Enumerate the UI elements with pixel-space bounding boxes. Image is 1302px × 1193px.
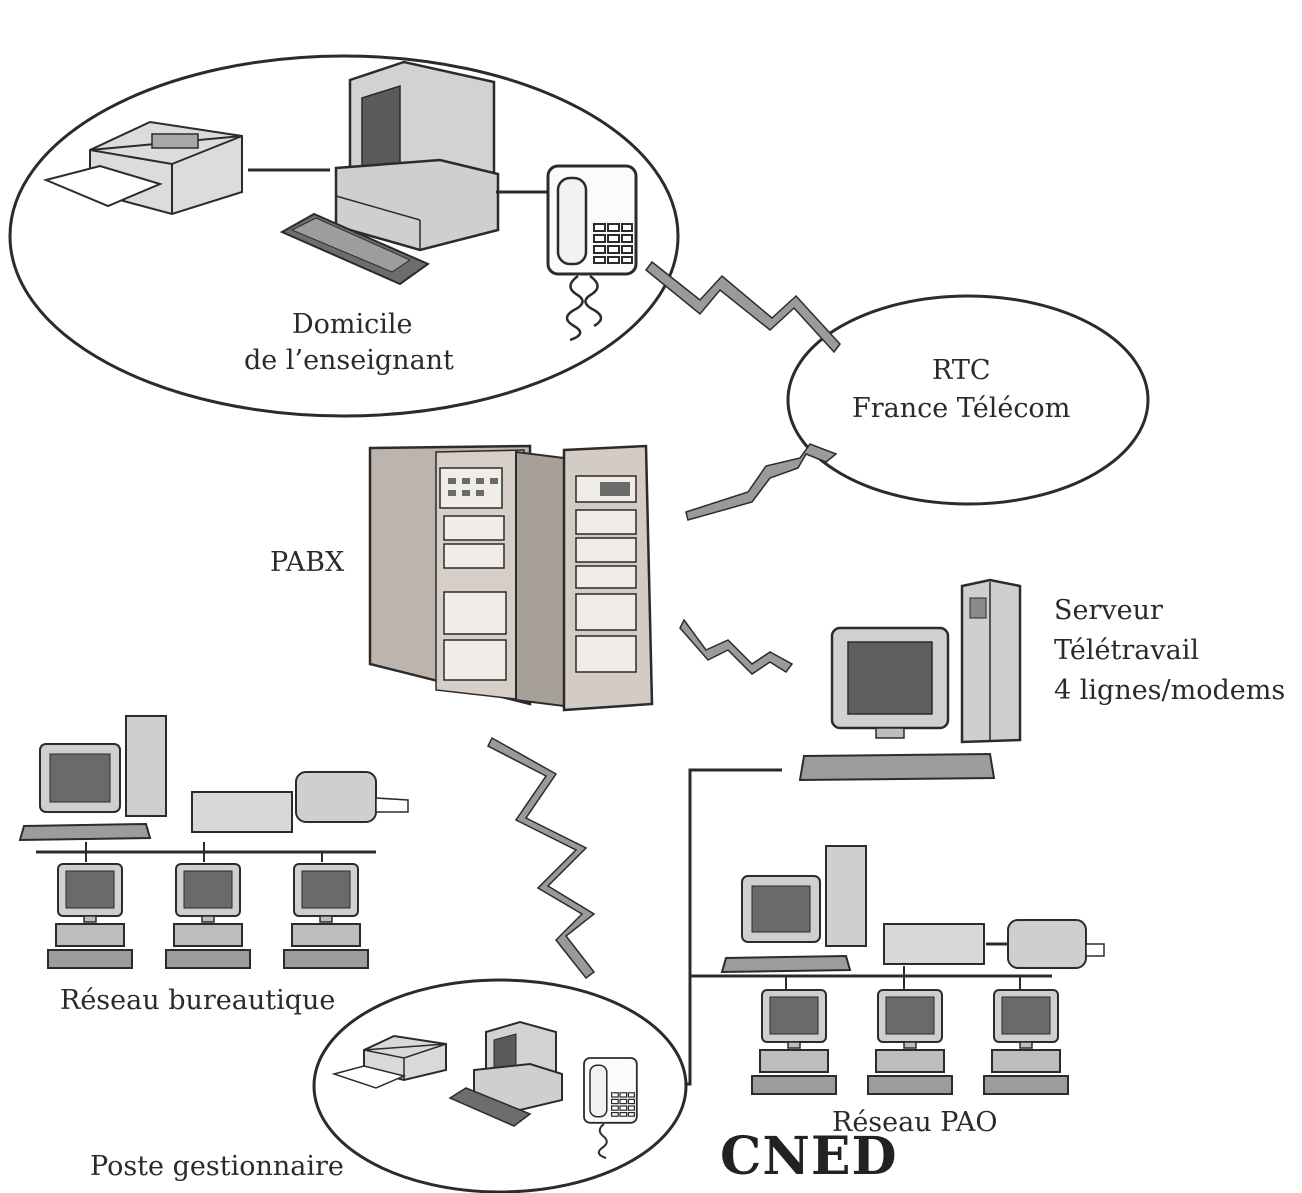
- manager-computer-icon: [448, 1020, 563, 1127]
- home-printer-icon: [42, 120, 243, 216]
- rtc-ellipse: [786, 294, 1150, 506]
- office-workstation-2: [165, 863, 251, 969]
- server-link-line: [686, 768, 782, 1086]
- office-workstation-1: [47, 863, 133, 969]
- server-group: [798, 578, 1022, 782]
- pao-workstation-3: [983, 989, 1069, 1095]
- pao-workstation-2: [867, 989, 953, 1095]
- lightning-link-icon: [486, 260, 841, 980]
- domicile-label: Domicile: [292, 308, 413, 342]
- rtc-label-line1: RTC: [932, 355, 991, 386]
- manager-ellipse: [312, 978, 688, 1193]
- poste-gestionnaire-label: Poste gestionnaire: [90, 1151, 344, 1182]
- manager-station-group: [312, 978, 688, 1193]
- serveur-label-line1: Serveur: [1054, 595, 1163, 626]
- home-group: [8, 54, 680, 418]
- serveur-label-line3: 4 lignes/modems: [1054, 675, 1286, 706]
- manager-telephone-icon: [583, 1057, 638, 1159]
- rtc-label-line2: France Télécom: [852, 393, 1071, 424]
- office-network-group: [18, 715, 409, 969]
- manager-printer-icon: [333, 1035, 447, 1089]
- pabx-label: PABX: [270, 547, 345, 578]
- pabx-rack-icon: [368, 444, 654, 712]
- serveur-label-line2: Télétravail: [1054, 635, 1199, 666]
- office-workstation-3: [283, 863, 369, 969]
- pao-modem-icon: [883, 923, 985, 965]
- pao-workstation-1: [751, 989, 837, 1095]
- reseau-bureautique-label: Réseau bureautique: [60, 985, 336, 1016]
- domicile-label-line2: de l’enseignant: [244, 345, 454, 376]
- office-computer-icon: [18, 715, 167, 842]
- office-printer-icon: [295, 771, 409, 823]
- home-ellipse: [8, 54, 680, 418]
- home-telephone-icon: [546, 164, 638, 342]
- pao-network-group: [686, 768, 1105, 1095]
- server-monitor-icon: [798, 626, 996, 782]
- reseau-pao-label: Réseau PAO: [832, 1107, 998, 1138]
- pao-computer-icon: [720, 845, 867, 974]
- pao-printer-icon: [1007, 919, 1105, 969]
- cned-title: CNED: [720, 1126, 898, 1187]
- office-modem-icon: [191, 791, 293, 833]
- domicile-label-line1: Domicile: [292, 309, 413, 340]
- home-computer-icon: [279, 60, 500, 286]
- server-tower-icon: [960, 578, 1022, 744]
